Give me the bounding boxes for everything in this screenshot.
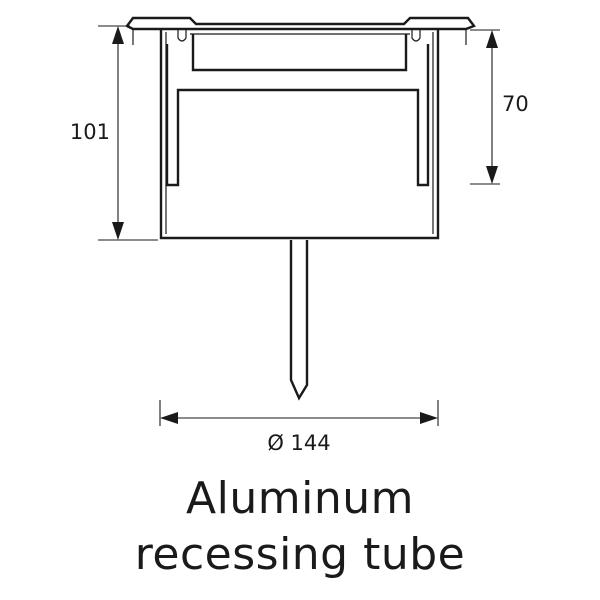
height-inner-label: 70 <box>502 92 529 116</box>
diameter-label: Ø 144 <box>267 431 330 455</box>
dimension-height-total: 101 <box>70 25 158 241</box>
dimension-diameter: Ø 144 <box>159 400 439 455</box>
dimension-height-inner: 70 <box>470 29 529 185</box>
tube-body <box>159 28 440 240</box>
height-total-label: 101 <box>70 120 110 144</box>
top-flange <box>125 16 476 45</box>
right-clip <box>411 30 421 42</box>
inner-upper-housing <box>191 34 408 72</box>
caption-line-1: Aluminum <box>186 473 414 524</box>
inner-lower-housing <box>165 44 430 187</box>
fixing-spike <box>289 240 309 401</box>
left-clip <box>177 30 187 42</box>
caption-line-2: recessing tube <box>134 529 466 580</box>
